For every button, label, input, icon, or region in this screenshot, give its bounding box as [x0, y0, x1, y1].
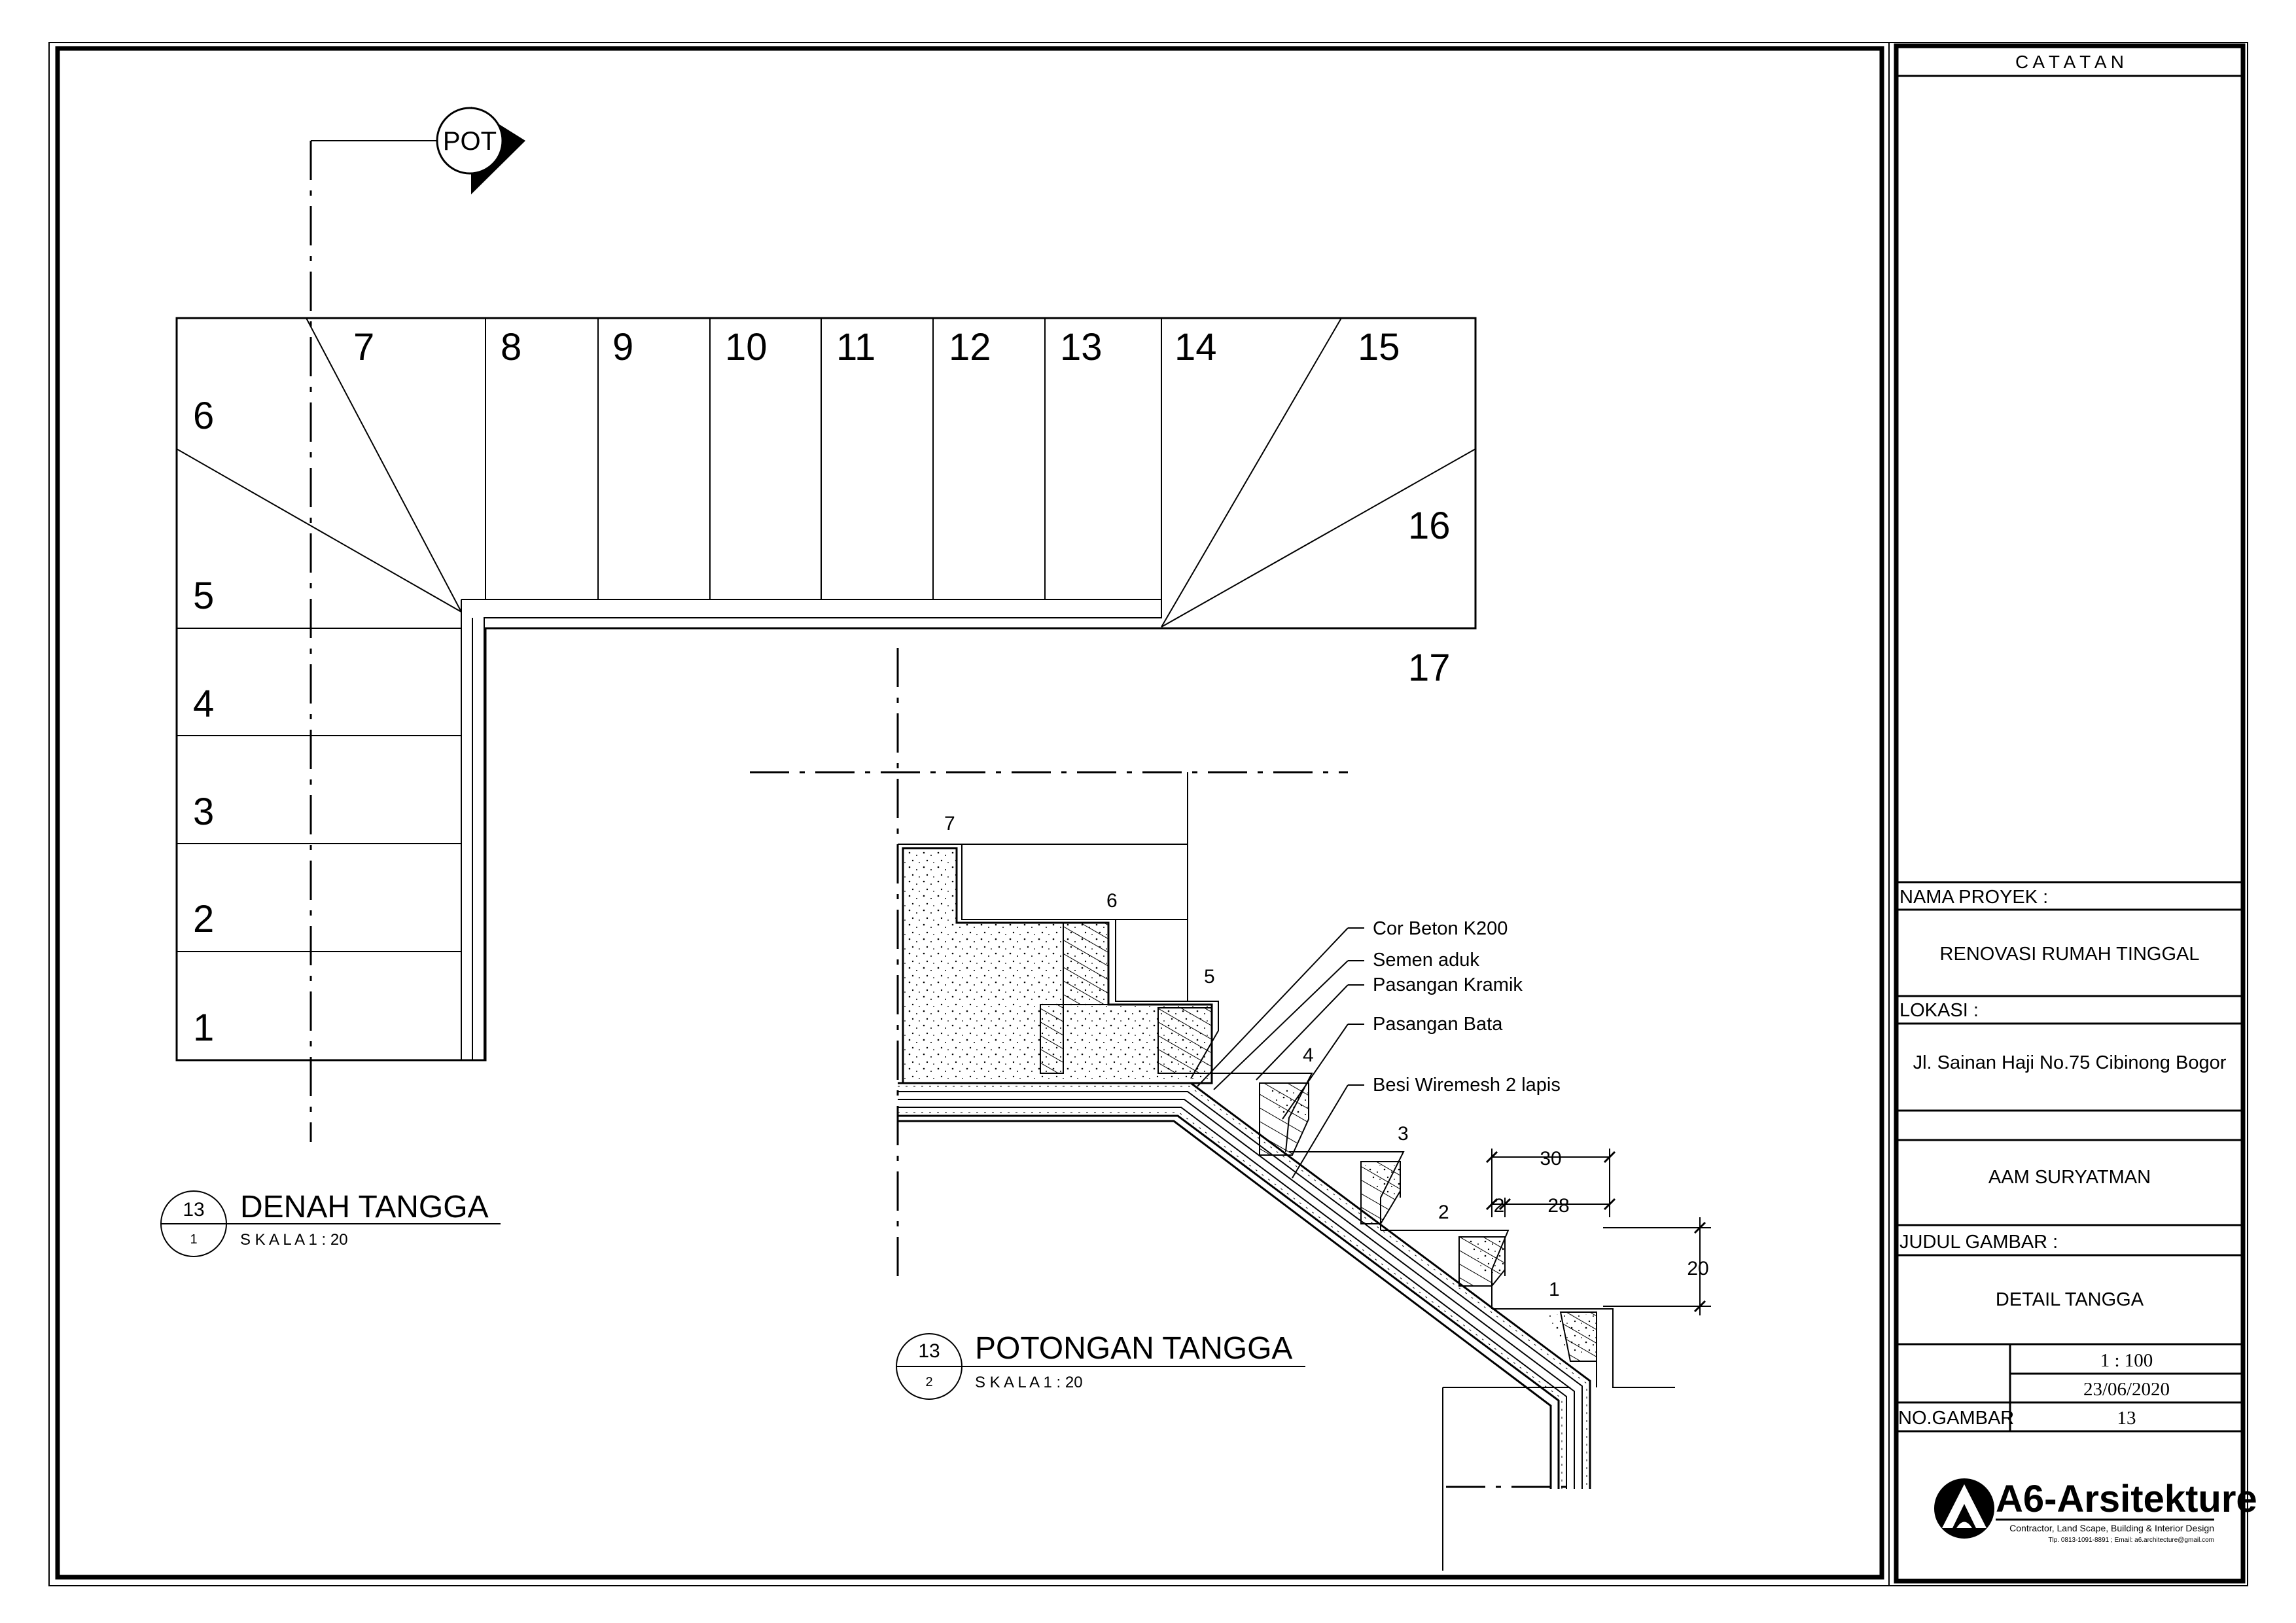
plan-caption-title: DENAH TANGGA	[240, 1190, 489, 1224]
plan-step-11: 11	[836, 326, 875, 368]
owner-name: AAM SURYATMAN	[1988, 1167, 2151, 1188]
plan-caption-scale: S K A L A 1 : 20	[240, 1231, 348, 1249]
plan-step-5: 5	[193, 575, 214, 617]
section-caption-sheet: 2	[925, 1375, 932, 1389]
plan-caption: 13 1 DENAH TANGGA S K A L A 1 : 20	[160, 1190, 501, 1257]
plan-step-1: 1	[193, 1007, 214, 1049]
callout-pasangan-bata: Pasangan Bata	[1373, 1014, 1503, 1035]
plan-step-4: 4	[193, 683, 214, 725]
title-block: C A T A T A N NAMA PROYEK : RENOVASI RUM…	[1896, 52, 2257, 1544]
section-step-3: 3	[1398, 1123, 1409, 1145]
drawing-date: 23/06/2020	[2083, 1379, 2170, 1400]
lokasi-label: LOKASI :	[1899, 1000, 1979, 1021]
dim-riser: 20	[1687, 1258, 1708, 1279]
section-step-5: 5	[1204, 966, 1215, 988]
plan-step-15: 15	[1358, 326, 1400, 368]
plan-step-7: 7	[353, 326, 374, 368]
stair-section: 1 2 3 4 5 6 7 Cor Beton K200 Semen aduk …	[750, 648, 1711, 1571]
callout-semen-aduk: Semen aduk	[1373, 950, 1479, 971]
dim-net-tread: 28	[1547, 1195, 1569, 1217]
plan-caption-sheet: 1	[190, 1232, 197, 1247]
lokasi-value: Jl. Sainan Haji No.75 Cibinong Bogor	[1913, 1052, 2227, 1073]
dim-tread: 30	[1540, 1148, 1561, 1169]
callout-cor-beton: Cor Beton K200	[1373, 918, 1508, 939]
dimension-lines	[1485, 1149, 1711, 1315]
drawing-scale: 1 : 100	[2100, 1350, 2153, 1371]
plan-step-2: 2	[193, 898, 214, 940]
plan-step-12: 12	[949, 326, 991, 368]
section-step-1: 1	[1549, 1279, 1560, 1300]
no-gambar-value: 13	[2117, 1408, 2136, 1429]
judul-gambar-label: JUDUL GAMBAR :	[1899, 1232, 2058, 1253]
plan-step-14: 14	[1174, 326, 1217, 368]
brand-contact: Tlp. 0813-1091-8891 ; Email: a6.architec…	[2048, 1537, 2214, 1544]
nama-proyek-label: NAMA PROYEK :	[1899, 887, 2048, 908]
dim-finish: 2	[1494, 1195, 1505, 1217]
section-marker-label: POT	[443, 127, 497, 156]
section-step-6: 6	[1106, 890, 1118, 912]
a6-logo-icon	[1934, 1478, 1994, 1539]
plan-step-8: 8	[501, 326, 521, 368]
section-marker-icon	[436, 107, 525, 194]
brand-name: A6-Arsitekture	[1996, 1478, 2257, 1520]
plan-caption-number: 13	[183, 1199, 204, 1221]
no-gambar-label: NO.GAMBAR	[1898, 1408, 2014, 1429]
section-caption: 13 2 POTONGAN TANGGA S K A L A 1 : 20	[896, 1331, 1305, 1400]
plan-step-17: 17	[1408, 647, 1451, 689]
plan-step-3: 3	[193, 791, 214, 833]
plan-step-10: 10	[725, 326, 768, 368]
callout-leaders	[1197, 927, 1364, 1179]
sheet-frame	[48, 42, 2248, 1586]
section-caption-number: 13	[918, 1340, 940, 1362]
plan-step-9: 9	[612, 326, 633, 368]
brand-tagline: Contractor, Land Scape, Building & Inter…	[2009, 1523, 2214, 1533]
section-caption-scale: S K A L A 1 : 20	[975, 1374, 1083, 1391]
catatan-label: C A T A T A N	[2015, 52, 2124, 72]
section-caption-title: POTONGAN TANGGA	[975, 1331, 1292, 1366]
stair-plan: POT 1 2 3 4 5 6 7 8 9 10 11 12 13 14 15 …	[160, 107, 1477, 1257]
section-step-2: 2	[1438, 1202, 1449, 1223]
plan-step-16: 16	[1408, 505, 1451, 547]
plan-step-6: 6	[193, 395, 214, 437]
section-step-7: 7	[944, 813, 955, 834]
callout-besi-wiremesh: Besi Wiremesh 2 lapis	[1373, 1075, 1561, 1096]
callout-pasangan-kramik: Pasangan Kramik	[1373, 974, 1523, 995]
plan-step-13: 13	[1060, 326, 1103, 368]
nama-proyek-value: RENOVASI RUMAH TINGGAL	[1940, 944, 2200, 965]
judul-gambar-value: DETAIL TANGGA	[1996, 1289, 2144, 1310]
section-step-4: 4	[1303, 1044, 1314, 1066]
